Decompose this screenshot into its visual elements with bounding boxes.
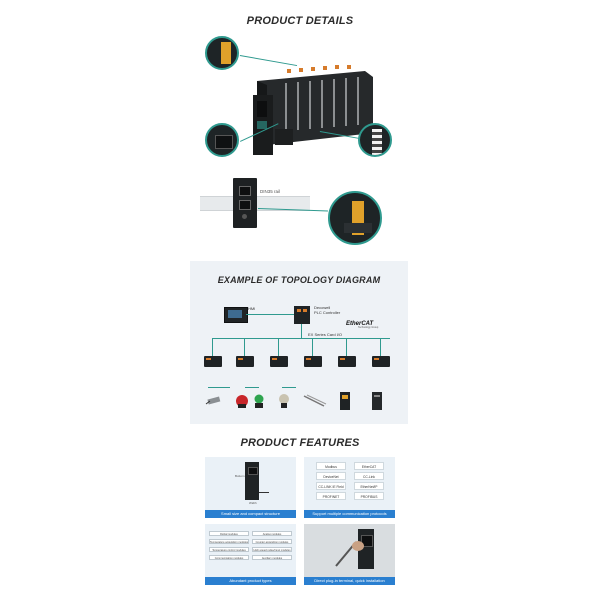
product-features-title: PRODUCT FEATURES bbox=[240, 437, 360, 449]
servo-drive-icon bbox=[340, 392, 350, 410]
protocol-badge: CC-LINK IE Field bbox=[316, 482, 346, 490]
feature-caption: Direct plug-in terminal, quick installat… bbox=[304, 577, 395, 585]
type-row: Digital modules bbox=[209, 531, 249, 536]
ethercat-label: EtherCAT bbox=[346, 321, 374, 327]
io-module bbox=[236, 356, 254, 367]
indicator-light-icon bbox=[254, 394, 264, 408]
plc-controller bbox=[294, 306, 310, 324]
controller-drop-line bbox=[301, 324, 302, 338]
proximity-sensor-icon bbox=[205, 396, 221, 405]
type-row: Communication modules bbox=[209, 555, 249, 560]
io-module bbox=[204, 356, 222, 367]
protocol-badge: EtherNet/IP bbox=[354, 482, 384, 490]
rail-clip-callout bbox=[328, 191, 382, 245]
field-devices bbox=[190, 369, 408, 419]
io-module bbox=[338, 356, 356, 367]
type-row: Counter acquisition modules bbox=[252, 539, 292, 544]
hmi-link-line bbox=[246, 314, 294, 315]
hmi-label: HMI bbox=[248, 306, 256, 311]
cable-sensor-icon bbox=[303, 394, 327, 407]
io-module bbox=[372, 356, 390, 367]
plugin-module-image bbox=[358, 529, 374, 569]
bottom-label: Bottom bbox=[235, 474, 245, 478]
din-rail-module bbox=[233, 178, 257, 228]
feature-caption: Small size and compact structure bbox=[205, 510, 296, 518]
type-row: Analog modules bbox=[252, 531, 292, 536]
feature-card-plugin: Direct plug-in terminal, quick installat… bbox=[304, 524, 395, 585]
terminal-detail-callout bbox=[358, 123, 392, 157]
protocol-badge: PROFINET bbox=[316, 492, 346, 500]
controller-box-icon bbox=[372, 392, 382, 410]
feature-card-types: Digital modules Analog modules Temperatu… bbox=[205, 524, 296, 585]
hand-screwdriver-icon bbox=[335, 541, 364, 567]
topology-panel: EXAMPLE OF TOPOLOGY DIAGRAM HMI Decowell… bbox=[190, 261, 408, 424]
protocol-badge: CC-Link bbox=[354, 472, 384, 480]
feature-caption: Support multiple communication protocols bbox=[304, 510, 395, 518]
feature-card-protocols: Modbus EtherCAT DeviceNet CC-Link CC-LIN… bbox=[304, 457, 395, 518]
product-details-title: PRODUCT DETAILS bbox=[246, 15, 354, 27]
ethercat-sub-label: Technology Group bbox=[358, 326, 379, 329]
connector-detail-callout bbox=[205, 123, 239, 157]
ethercat-logo: EtherCAT Technology Group bbox=[346, 321, 378, 329]
feature-card-compact: Bottom Width Small size and compact stru… bbox=[205, 457, 296, 518]
plc-label-line1: Decowell bbox=[314, 305, 331, 310]
type-row: Temperature control modules bbox=[209, 547, 249, 552]
protocol-badge: EtherCAT bbox=[354, 462, 384, 470]
type-row: Auxiliary modules bbox=[252, 555, 292, 560]
width-label: Width bbox=[249, 501, 257, 505]
bus-line bbox=[212, 338, 390, 339]
protocol-badge: PROFIBUS bbox=[354, 492, 384, 500]
io-module bbox=[270, 356, 288, 367]
protocol-badge: Modbus bbox=[316, 462, 346, 470]
ex-series-label: EX Series Card I/O bbox=[308, 332, 343, 337]
hmi-device bbox=[224, 307, 248, 323]
product-details-figure: DIN35 rail bbox=[200, 33, 400, 248]
io-module bbox=[304, 356, 322, 367]
push-button-icon bbox=[279, 394, 289, 408]
plc-assembly-image bbox=[253, 65, 373, 155]
topology-title: EXAMPLE OF TOPOLOGY DIAGRAM bbox=[217, 275, 381, 285]
feature-caption: Abundant product types bbox=[205, 577, 296, 585]
protocol-badge: DeviceNet bbox=[316, 472, 346, 480]
type-row: Temperature acquisition modules bbox=[209, 539, 249, 544]
type-row: High-speed pulse/input modules bbox=[252, 547, 292, 552]
compact-module-image bbox=[245, 462, 259, 500]
plc-label-line2: PLC Controller bbox=[314, 310, 341, 315]
din-rail-label: DIN35 rail bbox=[260, 189, 281, 194]
latch-detail-callout bbox=[205, 36, 239, 70]
io-modules bbox=[190, 338, 408, 378]
emergency-stop-icon bbox=[236, 395, 248, 408]
